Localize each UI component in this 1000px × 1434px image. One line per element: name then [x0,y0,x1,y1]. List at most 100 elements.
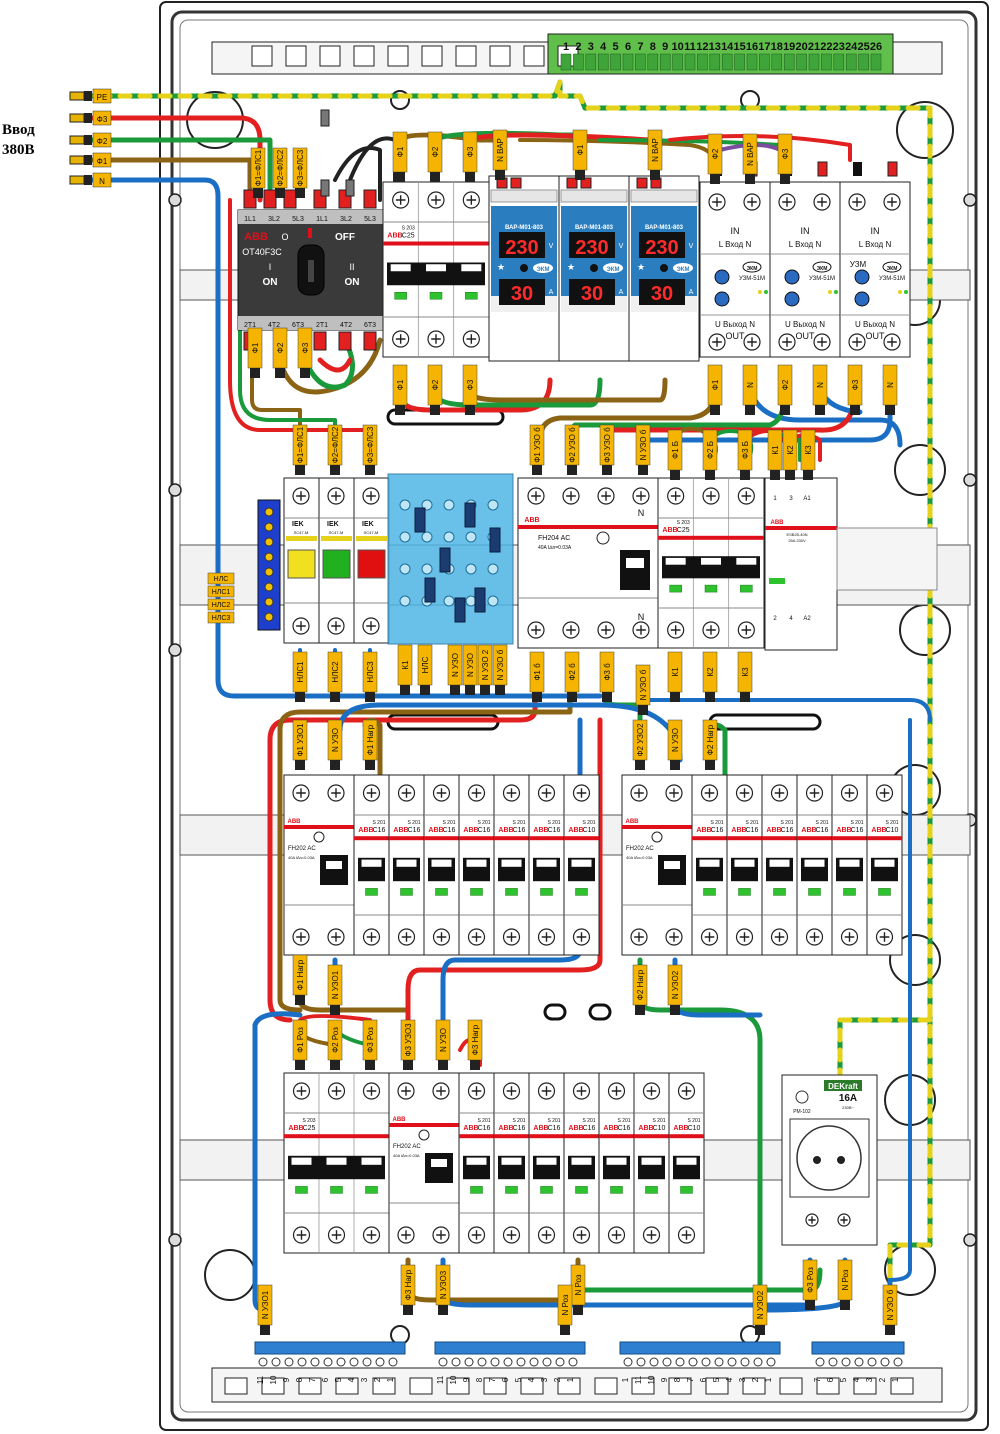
bar-number: 3 [540,1377,549,1382]
wire-tag: Ф3 [847,364,863,415]
breaker-brand: ABB [766,827,781,834]
bolt [168,643,182,657]
wire-tag: N Роз [837,1259,853,1310]
screw-terminal [467,1226,486,1244]
terminal-clamp [557,1377,581,1395]
wire-tag-label: N УЗО2 [671,970,680,999]
bar-number: 4 [347,1377,356,1382]
cross-module [387,473,514,645]
screw-terminal [362,928,381,946]
terminal-slot [721,53,733,71]
lamp-lens [287,549,316,579]
terminal-clamp [251,45,273,67]
bar-number: 2 [373,1377,382,1382]
terminal-clamp [853,1377,877,1395]
wire-tag-label: Ф1=ФЛС1 [254,149,263,186]
terminal-slot [622,53,634,71]
terminal-slot [684,53,696,71]
breaker-brand: ABB [533,1125,548,1132]
wire-tag: Ф2 УЗО б [564,424,580,475]
breaker-brand: ABB [662,527,677,534]
screw-terminal [840,784,859,802]
terminal-slot [635,53,646,71]
wire-tag-label: Ф1 УЗО б [533,427,542,463]
uzm-out-label: U Выход N [715,320,755,329]
bar-number: 3 [865,1377,874,1382]
screw-terminal [467,1082,486,1100]
screw-terminal [537,1226,556,1244]
wire-tag-label: N УЗО [671,728,680,752]
breaker-rating: C16 [851,827,864,834]
terminal-number: 22 [820,41,832,53]
wire-tag-label: НЛС3 [212,615,231,622]
screw-terminal [805,928,824,946]
bar-number: 5 [334,1377,343,1382]
wire-tag-label: Ф2 [276,342,285,353]
plug-ferrule [69,91,85,101]
switch-off-mark: O [281,232,288,242]
relay-volts-display: 230 [645,237,678,259]
contactor-terminal: 2 [773,616,777,622]
screw-terminal [630,928,648,946]
wire-tag-label: N ВАР [746,142,755,166]
rcd-neutral-bottom: N [638,612,645,622]
wire-tag: N [882,364,898,415]
screw-terminal [665,928,683,946]
bar-screw [854,1357,864,1367]
terminal-number: 18 [771,41,783,53]
screw-terminal [702,621,720,639]
wire-tag: Ф2 Нагр [632,964,648,1015]
bar-screw [649,1357,659,1367]
wire-r2r3-3 [405,717,603,1033]
relay-model: ВАР-М01-803 [575,225,614,231]
wire-sw-br-3 [317,357,353,373]
bar-number: 1 [386,1377,395,1382]
screw-terminal [467,784,486,802]
screw-terminal [642,1082,661,1100]
bolt [168,193,182,207]
wire-tag: N УЗО [327,719,343,770]
input-title: Ввод 380В [2,120,35,160]
wire-tag: Ф1 [392,364,408,415]
terminal-clamp [298,1377,322,1395]
terminal-clamp [668,1377,692,1395]
lamp-model: ЛС47-М [294,530,309,535]
relay-star: ★ [637,262,645,272]
screw-terminal [362,487,380,505]
breaker-brand: ABB [498,827,513,834]
wire-right-n [888,718,912,1312]
contactor-terminal: 4 [789,616,793,622]
wire-tag-label: К3 [804,445,813,455]
wire-tag-label: Ф3 [851,379,860,390]
wire-tag: Ф1 Б [667,429,683,480]
breaker-model: S 201 [815,820,828,826]
wire-tag: Ф2=ФЛС2 [327,424,343,475]
bar-screw [740,1357,750,1367]
rcd-brand: ABB [626,819,640,825]
terminal-slot [560,53,572,71]
wire-tag-label: К2 [706,667,715,677]
relay-volt-unit: V [619,243,624,250]
terminal-clamp [421,45,443,67]
breaker-brand: ABB [498,1125,513,1132]
uzm-in-label: L Вход N [789,240,822,249]
wire-tag: N УЗО2 [667,964,683,1015]
wire-tag-label: Ф1 Нагр [296,959,305,990]
switch-top-terminal: 5L3 [292,216,304,223]
screw-terminal [392,330,410,348]
bar-screw [297,1357,307,1367]
terminal-clamp [224,1377,248,1395]
rcd-brand: ABB [288,819,302,825]
wire-tag: Ф3 Роз [362,1019,378,1070]
breaker-brand: ABB [358,827,373,834]
relay-amps-display: 30 [651,283,673,305]
rcd-model: FH202 AC [626,846,654,852]
screw-terminal [572,1082,591,1100]
breaker-brand: ABB [696,827,711,834]
breaker-model: S 201 [687,1118,700,1124]
terminal-clamp [890,1377,914,1395]
breaker-rating: C16 [408,827,421,834]
